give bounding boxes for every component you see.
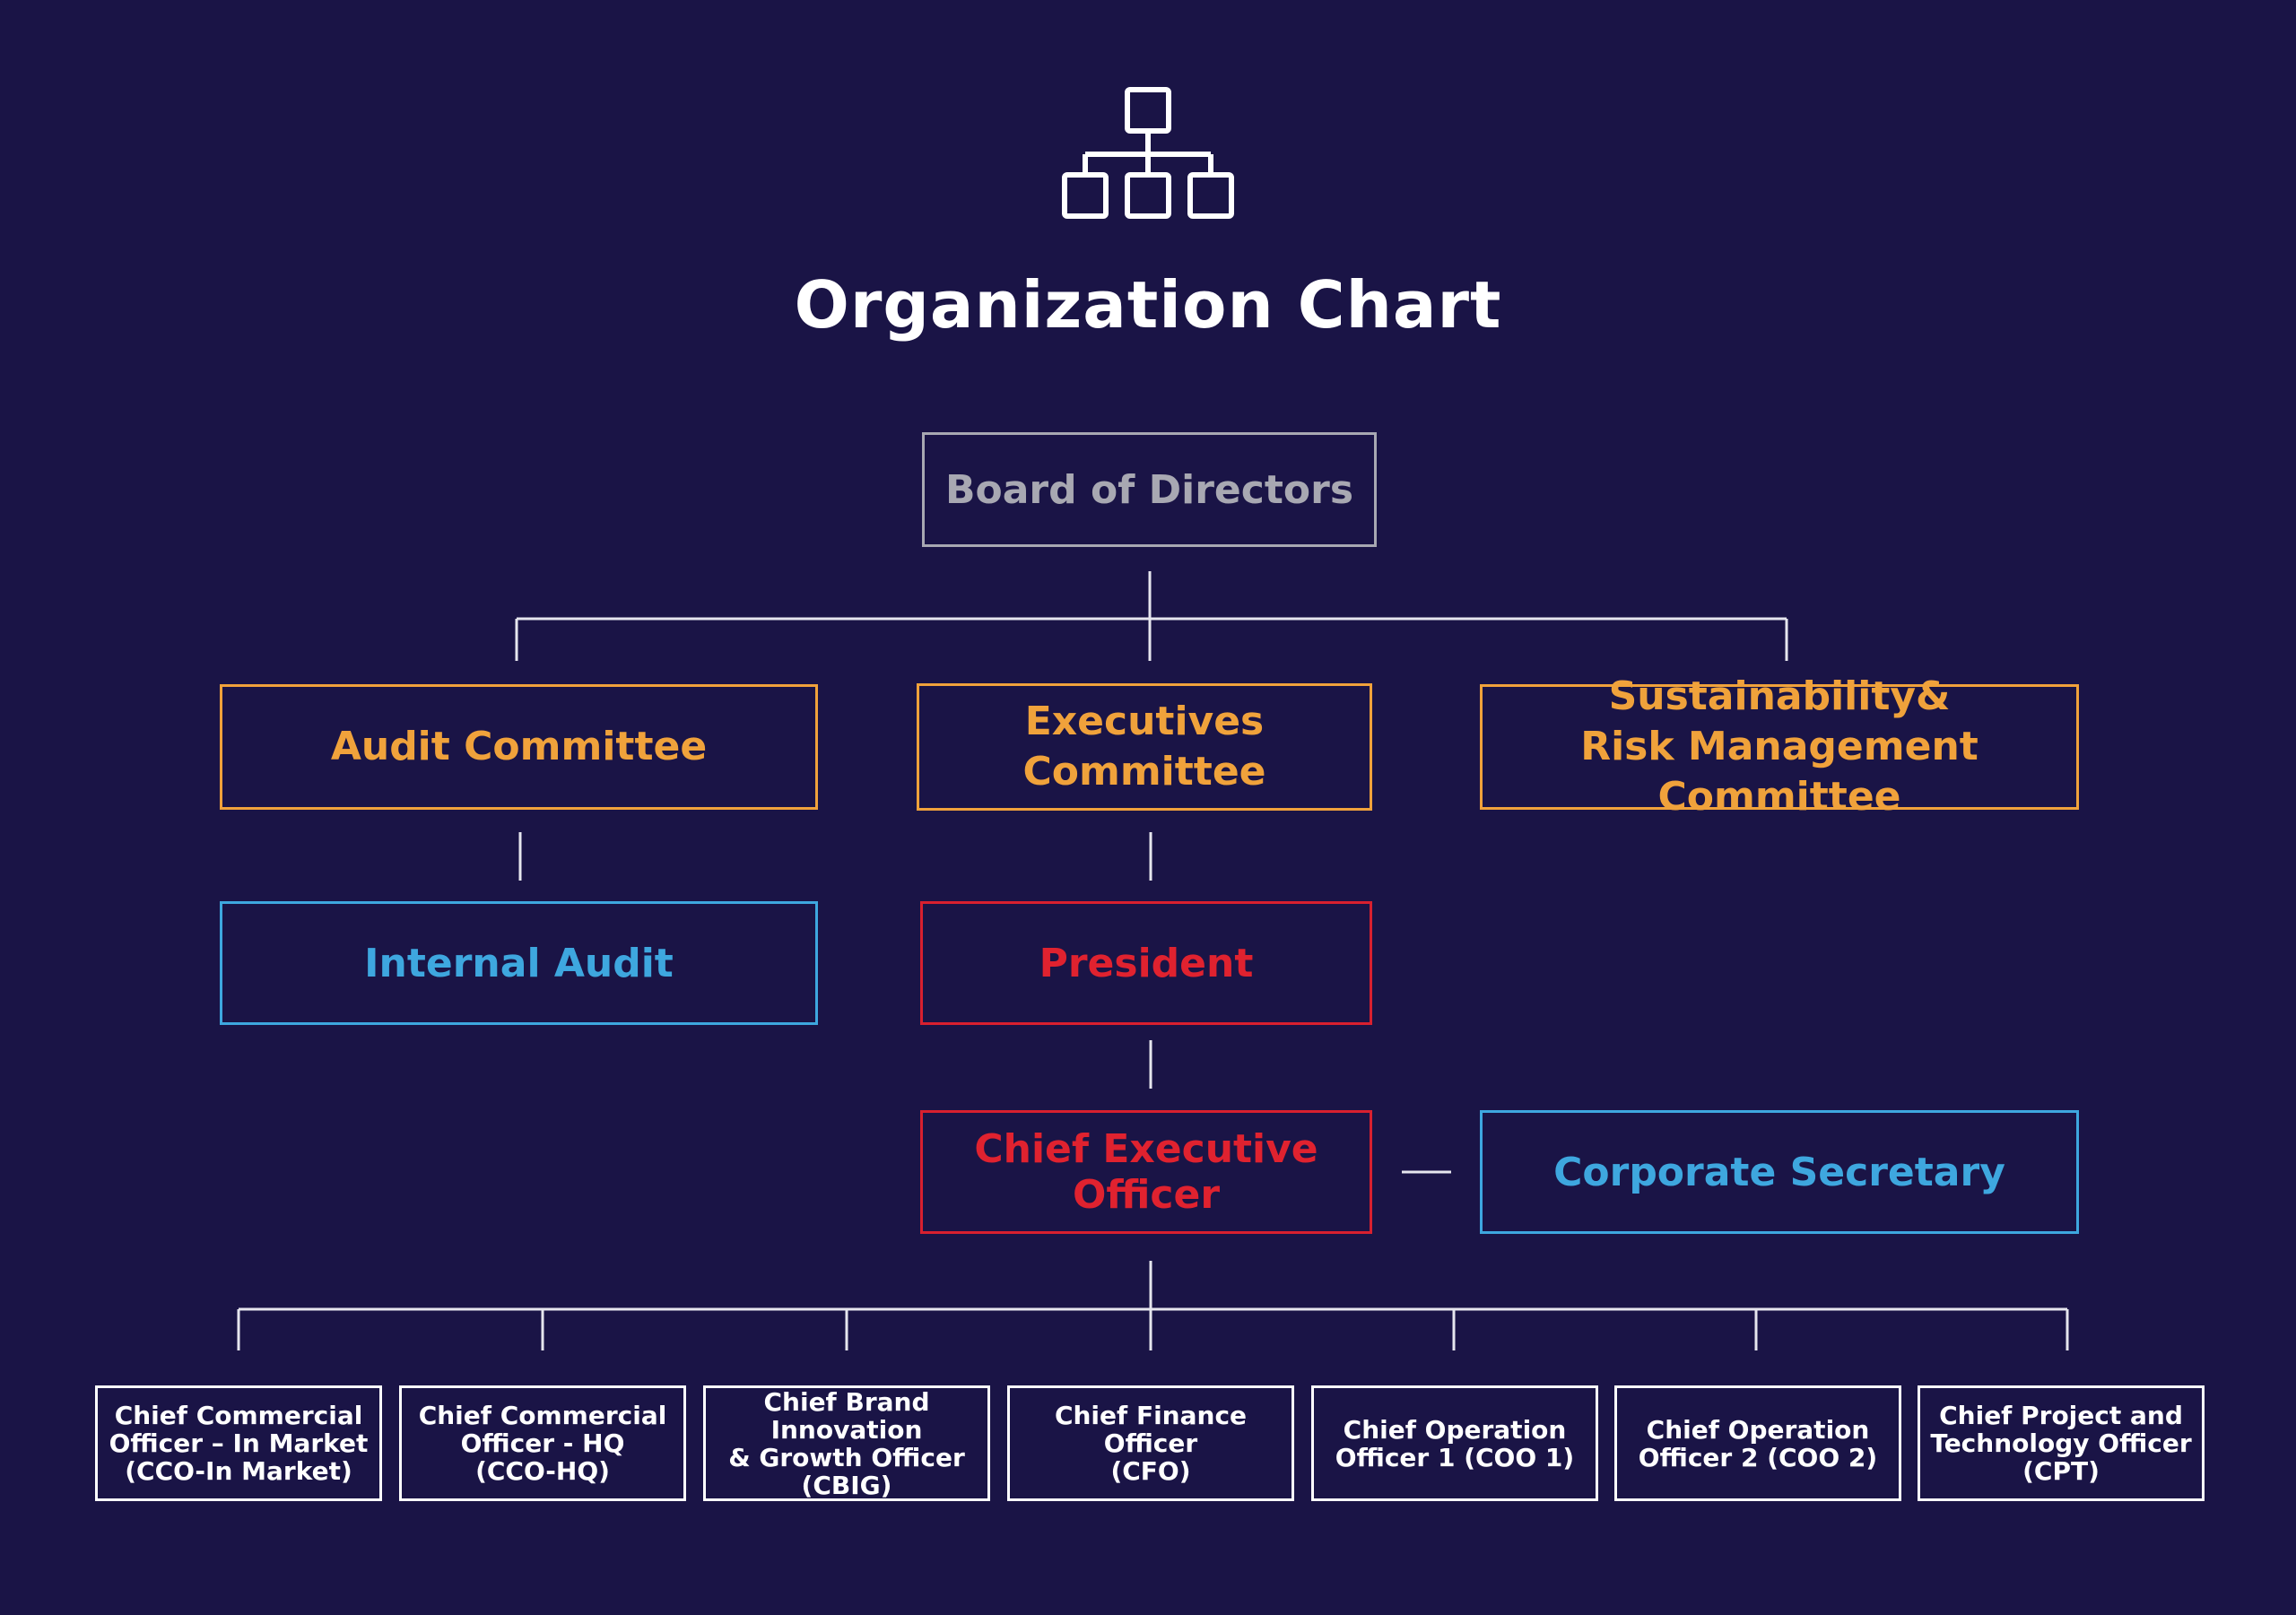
internal-audit-label: Internal Audit bbox=[364, 940, 674, 986]
board-of-directors-label: Board of Directors bbox=[944, 466, 1354, 513]
ceo-label: Chief Executive Officer bbox=[974, 1126, 1318, 1218]
officer-label: Chief Finance Officer (CFO) bbox=[1054, 1401, 1248, 1486]
officer-box-cfo: Chief Finance Officer (CFO) bbox=[1007, 1385, 1294, 1501]
executives-committee-box: Executives Committee bbox=[917, 683, 1372, 811]
officer-box-cco-in-market: Chief Commercial Officer – In Market (CC… bbox=[95, 1385, 382, 1501]
ceo-box: Chief Executive Officer bbox=[920, 1110, 1372, 1234]
president-label: President bbox=[1039, 940, 1254, 986]
officer-label: Chief Project and Technology Officer (CP… bbox=[1930, 1401, 2192, 1486]
page-title: Organization Chart bbox=[794, 267, 1502, 343]
sustainability-committee-box: Sustainability& Risk Management Committe… bbox=[1480, 673, 2079, 820]
officer-label: Chief Operation Officer 1 (COO 1) bbox=[1335, 1414, 1575, 1472]
officer-label: Chief Brand Innovation & Growth Officer … bbox=[728, 1386, 965, 1500]
corporate-secretary-label: Corporate Secretary bbox=[1553, 1149, 2005, 1195]
officer-box-coo-2: Chief Operation Officer 2 (COO 2) bbox=[1614, 1385, 1901, 1501]
audit-committee-label: Audit Committee bbox=[330, 724, 708, 769]
org-chart-icon bbox=[1062, 87, 1234, 219]
officer-label: Chief Operation Officer 2 (COO 2) bbox=[1638, 1414, 1878, 1472]
officer-box-cbig: Chief Brand Innovation & Growth Officer … bbox=[703, 1385, 990, 1501]
board-of-directors-box: Board of Directors bbox=[922, 432, 1377, 547]
internal-audit-box: Internal Audit bbox=[220, 901, 818, 1025]
audit-committee-box: Audit Committee bbox=[220, 684, 818, 810]
corporate-secretary-box: Corporate Secretary bbox=[1480, 1110, 2079, 1234]
officer-box-coo-1: Chief Operation Officer 1 (COO 1) bbox=[1311, 1385, 1598, 1501]
officer-label: Chief Commercial Officer – In Market (CC… bbox=[109, 1401, 369, 1486]
executives-committee-label: Executives Committee bbox=[1022, 699, 1266, 794]
president-box: President bbox=[920, 901, 1372, 1025]
sustainability-committee-label: Sustainability& Risk Management Committe… bbox=[1580, 673, 1979, 820]
officer-box-cco-hq: Chief Commercial Officer - HQ (CCO-HQ) bbox=[399, 1385, 686, 1501]
officer-box-cpt: Chief Project and Technology Officer (CP… bbox=[1918, 1385, 2205, 1501]
officer-label: Chief Commercial Officer - HQ (CCO-HQ) bbox=[418, 1401, 667, 1486]
